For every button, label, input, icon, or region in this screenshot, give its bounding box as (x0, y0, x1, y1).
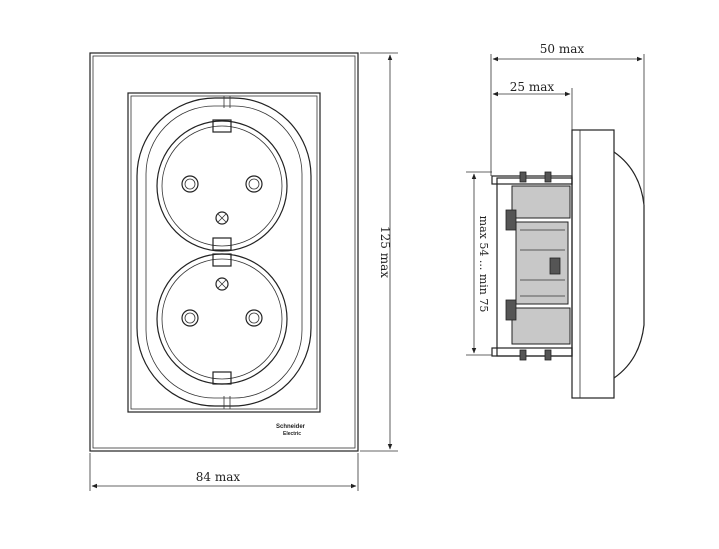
socket-insert-inner-edge (130, 95, 318, 410)
socket-insert-plate (127, 92, 321, 413)
mounting-claw-top (491, 171, 573, 185)
pin-hole-right (245, 309, 263, 327)
inner-frame-edge (92, 55, 356, 449)
lower-socket (156, 253, 288, 385)
socket-face-profile (613, 151, 645, 379)
front-depth-dimension: 25 max (492, 80, 573, 130)
total-depth-label: 50 max (540, 42, 585, 56)
mounting-claw-bottom (491, 347, 573, 361)
screw-icon (215, 277, 229, 291)
height-dimension-label: 125 max (378, 226, 392, 278)
front-view: Schneider Electric 84 max 125 max (89, 52, 398, 491)
width-dimension: 84 max (89, 453, 359, 491)
pin-hole-left (181, 175, 199, 193)
mounting-span-label: max 54 ... min 75 (477, 216, 490, 313)
socket-cover (136, 97, 312, 407)
mechanism-body (496, 177, 573, 357)
socket-cover-inner (145, 105, 303, 399)
height-dimension: 125 max (360, 52, 398, 452)
outer-frame (89, 52, 359, 452)
front-depth-label: 25 max (510, 80, 555, 94)
brand-logo: Schneider Electric (276, 424, 306, 437)
side-view: 50 max 25 max max 54 ... min 75 (466, 42, 645, 399)
total-depth-dimension: 50 max (490, 42, 645, 205)
mounting-span-dimension: max 54 ... min 75 (466, 171, 492, 356)
earth-clip-top (212, 253, 232, 267)
width-dimension-label: 84 max (196, 470, 241, 484)
pin-hole-left (181, 309, 199, 327)
pin-hole-right (245, 175, 263, 193)
earth-clip-top (212, 119, 232, 133)
earth-clip-bottom (212, 371, 232, 385)
logo-line2: Electric (283, 431, 301, 437)
upper-socket (156, 119, 288, 252)
logo-line1: Schneider (276, 424, 306, 430)
cover-plate-profile (571, 129, 615, 399)
earth-clip-bottom (212, 237, 232, 251)
screw-icon (215, 211, 229, 225)
